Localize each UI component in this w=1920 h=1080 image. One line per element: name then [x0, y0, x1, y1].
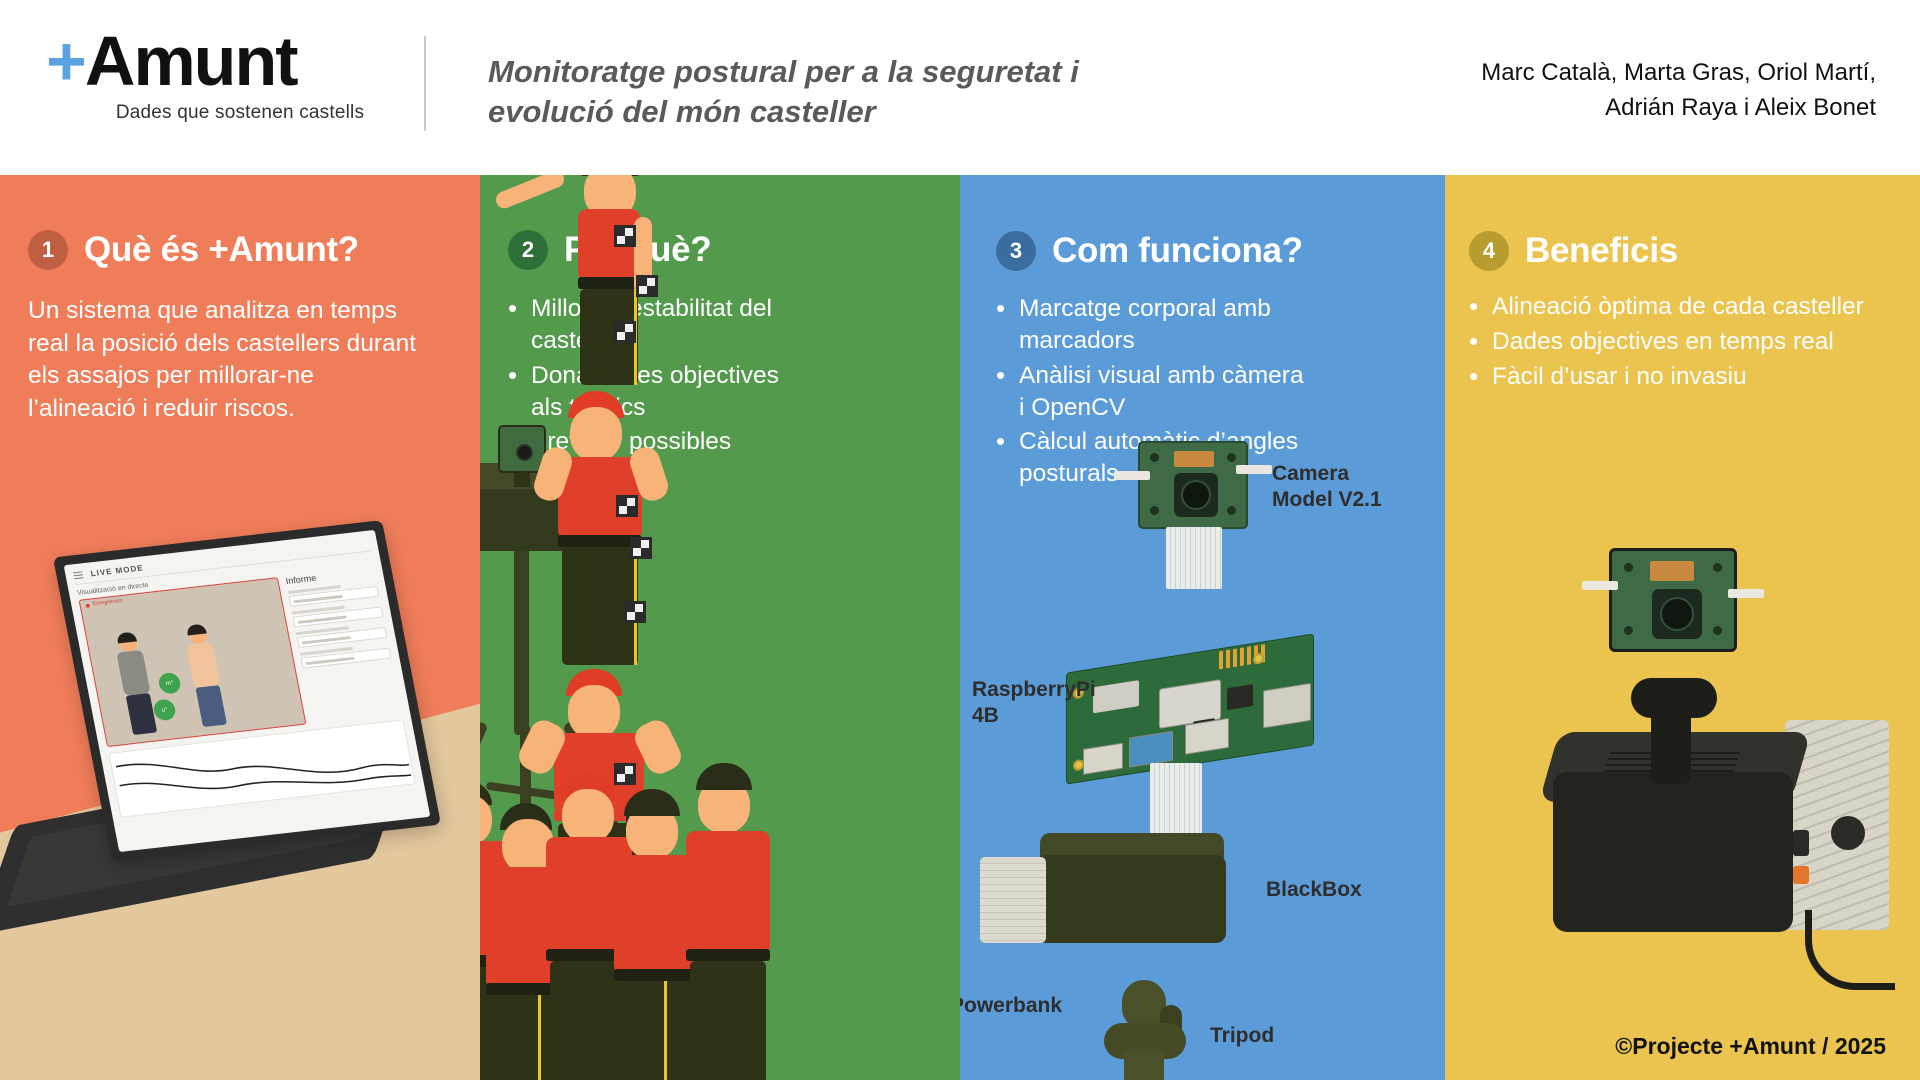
section-3-panel: 3 Com funciona? Marcatge corporal amb ma… — [960, 175, 1445, 1080]
angle-badge-1: m° — [157, 671, 183, 695]
logo-wordmark: +Amunt — [46, 26, 416, 96]
tripod-label: Tripod — [1210, 1024, 1275, 1047]
poster-header: +Amunt Dades que sostenen castells Monit… — [0, 0, 1920, 175]
laptop-illustration: LIVE MODE Visualització en directe Enreg… — [0, 520, 480, 1080]
logo-tagline: Dades que sostenen castells — [115, 102, 365, 123]
section-4-badge: 4 — [1469, 231, 1509, 271]
section-3-badge: 3 — [996, 231, 1036, 271]
section-3-title: Com funciona? — [1052, 231, 1303, 270]
section-4-title: Beneficis — [1525, 231, 1678, 270]
assembled-device-illustration — [1535, 510, 1920, 1030]
live-video-panel: Enregistrant m° — [78, 577, 307, 748]
tripod-head — [1122, 980, 1166, 1030]
header-divider — [424, 36, 426, 131]
section-1-title: Què és +Amunt? — [84, 230, 359, 269]
section-4-panel: 4 Beneficis Alineació òptima de cada cas… — [1445, 175, 1920, 1080]
brand-logo: +Amunt Dades que sostenen castells — [46, 26, 416, 124]
section-3-header: 3 Com funciona? — [996, 231, 1303, 271]
report-panel: Informe — [285, 566, 402, 723]
hardware-exploded-diagram: Camera Model V2.1 RaspberryPi 4B — [960, 425, 1445, 1080]
powerbank-label: Powerbank — [960, 994, 1063, 1017]
author-list: Marc Català, Marta Gras, Oriol Martí, Ad… — [1316, 56, 1876, 126]
raspberrypi-label: RaspberryPi 4B — [972, 678, 1096, 728]
section-1-header: 1 Què és +Amunt? — [28, 230, 359, 270]
ribbon-cable-top — [1166, 527, 1222, 589]
section-2-badge: 2 — [508, 230, 548, 270]
section-4-bullets: Alineació òptima de cada casteller Dades… — [1465, 290, 1915, 393]
page-title: Monitoratge postural per a la seguretat … — [488, 54, 1079, 129]
device-camera-hinge — [1631, 678, 1717, 718]
author-line-2: Adrián Raya i Aleix Bonet — [1605, 93, 1876, 121]
section-1-badge: 1 — [28, 230, 68, 270]
figure-left — [113, 631, 158, 736]
angle-graph — [108, 719, 416, 818]
blackbox-body — [1036, 855, 1226, 943]
device-usbc-port — [1793, 830, 1809, 856]
author-line-1: Marc Català, Marta Gras, Oriol Martí, — [1481, 59, 1876, 86]
raspberry-pi-board — [1066, 633, 1314, 785]
device-camera-module — [1582, 548, 1764, 652]
app-body: Enregistrant m° — [78, 566, 403, 748]
recording-indicator-icon — [85, 603, 91, 608]
section-1-panel: 1 Què és +Amunt? Un sistema que analitza… — [0, 175, 480, 1080]
device-power-cable — [1805, 910, 1895, 990]
section-3-bullets: Marcatge corporal amb marcadors Anàlisi … — [992, 292, 1312, 490]
section-4-body: Alineació òptima de cada casteller Dades… — [1465, 290, 1915, 396]
angle-badge-2: u° — [152, 698, 178, 722]
app-screen: LIVE MODE Visualització en directe Enreg… — [63, 529, 431, 853]
list-item: Anàlisi visual amb càmera i OpenCV — [992, 359, 1312, 424]
menu-icon[interactable] — [73, 571, 84, 579]
section-4-header: 4 Beneficis — [1469, 231, 1678, 271]
device-power-port — [1793, 866, 1809, 884]
camera-label: Camera Model V2.1 — [1272, 462, 1382, 512]
list-item: Marcatge corporal amb marcadors — [992, 292, 1312, 357]
live-mode-label: LIVE MODE — [89, 563, 145, 579]
list-item: Dades objectives en temps real — [1465, 325, 1915, 358]
camera-module — [1114, 441, 1272, 529]
tripod-post — [1124, 1051, 1164, 1080]
copyright-notice: ©Projecte +Amunt / 2025 — [1615, 1033, 1886, 1059]
recording-label: Enregistrant — [92, 597, 123, 608]
blackbox-label: BlackBox — [1266, 878, 1362, 901]
camera-module-icon — [498, 425, 546, 473]
figure-right — [183, 623, 228, 728]
section-2-panel: 2 Per què? Millorar l’estabilitat del ca… — [480, 175, 960, 1080]
logo-plus-icon: + — [46, 22, 87, 100]
section-1-paragraph: Un sistema que analitza en temps real la… — [28, 297, 417, 422]
list-item: Alineació òptima de cada casteller — [1465, 290, 1915, 323]
section-3-body: Marcatge corporal amb marcadors Anàlisi … — [992, 292, 1312, 493]
powerbank-body — [980, 857, 1046, 943]
device-blackbox — [1553, 772, 1793, 932]
list-item: Fàcil d’usar i no invasiu — [1465, 360, 1915, 393]
logo-word: Amunt — [84, 22, 299, 100]
laptop-screen: LIVE MODE Visualització en directe Enreg… — [52, 520, 442, 862]
castell-illustration — [480, 175, 960, 1080]
